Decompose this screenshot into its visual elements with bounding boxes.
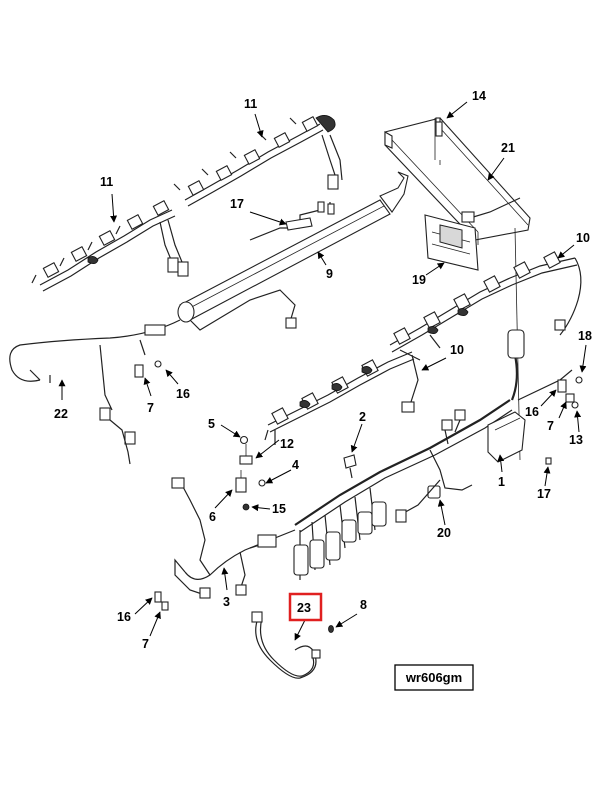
clip-group-left[interactable] — [134, 360, 169, 611]
fastener-group[interactable] — [235, 435, 266, 511]
figure-code: wr606gm — [405, 670, 462, 685]
callout-10-upper[interactable]: 10 — [576, 231, 590, 245]
callout-6[interactable]: 6 — [209, 510, 216, 524]
callout-4[interactable]: 4 — [292, 458, 299, 472]
callout-21[interactable]: 21 — [501, 141, 515, 155]
figure-code-box: wr606gm — [394, 664, 474, 691]
lower-harness-3[interactable] — [171, 477, 296, 599]
leader-lines — [58, 101, 587, 641]
bracket-19[interactable] — [424, 214, 479, 271]
sensor-17-right[interactable] — [545, 457, 552, 465]
callout-11-left[interactable]: 11 — [100, 175, 113, 189]
callout-19[interactable]: 19 — [412, 273, 426, 287]
injector-harness-upper-rear[interactable] — [173, 115, 343, 207]
injector-harness-upper-front[interactable] — [31, 200, 189, 292]
connector-2[interactable] — [343, 454, 357, 479]
callout-16-left[interactable]: 16 — [176, 387, 190, 401]
callout-14[interactable]: 14 — [472, 89, 486, 103]
callout-18[interactable]: 18 — [578, 329, 592, 343]
callout-10-lower[interactable]: 10 — [450, 343, 464, 357]
sensor-14[interactable] — [435, 121, 443, 137]
callout-16-right[interactable]: 16 — [525, 405, 539, 419]
callout-23[interactable]: 23 — [297, 601, 311, 615]
engine-harness-9[interactable] — [9, 171, 409, 465]
callout-7-left[interactable]: 7 — [147, 401, 154, 415]
callout-1[interactable]: 1 — [498, 475, 505, 489]
main-engine-harness-1[interactable] — [293, 329, 573, 580]
highlight-box — [288, 592, 323, 622]
callout-3[interactable]: 3 — [223, 595, 230, 609]
callout-17-lower[interactable]: 17 — [537, 487, 551, 501]
injector-harness-right-upper[interactable] — [389, 251, 582, 361]
plug-8[interactable] — [328, 625, 334, 633]
callout-11-upper[interactable]: 11 — [244, 97, 257, 111]
callout-labels: 11 11 14 21 17 9 10 19 18 10 22 7 16 16 … — [54, 89, 592, 651]
sensor-17-upper[interactable] — [285, 217, 313, 231]
cable-23[interactable] — [251, 611, 321, 679]
callout-22[interactable]: 22 — [54, 407, 68, 421]
callout-8[interactable]: 8 — [360, 598, 367, 612]
callout-9[interactable]: 9 — [326, 267, 333, 281]
callout-2[interactable]: 2 — [359, 410, 366, 424]
highlighted-callout-23[interactable]: 23 — [288, 592, 323, 622]
callout-5[interactable]: 5 — [208, 417, 215, 431]
callout-7-right[interactable]: 7 — [547, 419, 554, 433]
callout-7-lower[interactable]: 7 — [142, 637, 149, 651]
callout-20[interactable]: 20 — [437, 526, 451, 540]
callout-12[interactable]: 12 — [280, 437, 294, 451]
callout-16-lower[interactable]: 16 — [117, 610, 131, 624]
clip-group-right[interactable] — [557, 376, 583, 409]
callout-13[interactable]: 13 — [569, 433, 583, 447]
callout-17-upper[interactable]: 17 — [230, 197, 244, 211]
callout-15[interactable]: 15 — [272, 502, 286, 516]
injector-harness-right-lower[interactable] — [264, 351, 419, 445]
